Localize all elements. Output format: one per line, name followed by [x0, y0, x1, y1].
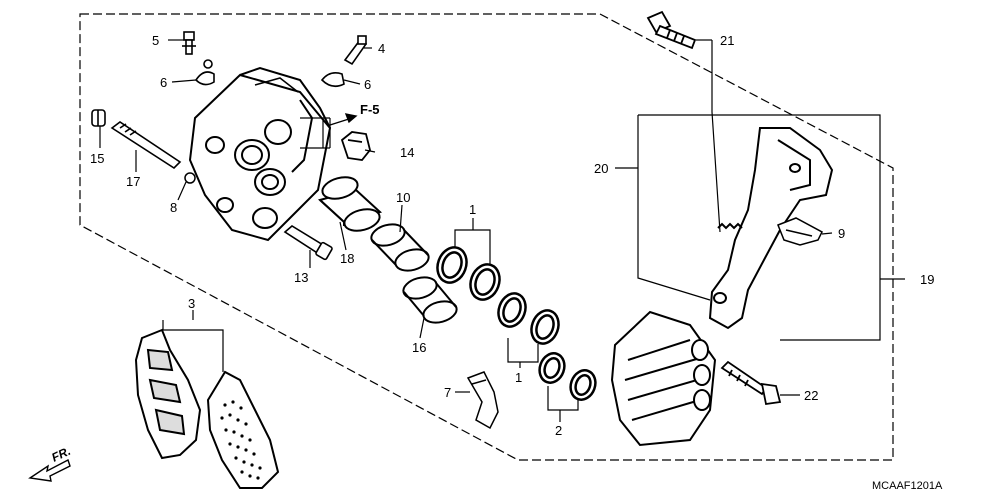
- label-part-20: 20: [594, 161, 608, 176]
- mounting-bolt-lower: [720, 360, 782, 406]
- reference-arrow: [329, 113, 358, 126]
- nut: [91, 109, 106, 127]
- caliper-bracket: [708, 127, 834, 330]
- caliper-body: [188, 66, 332, 242]
- label-part-2: 2: [555, 423, 562, 438]
- label-part-22: 22: [804, 388, 818, 403]
- bleeder-screw-right: [343, 35, 368, 66]
- label-part-8: 8: [170, 200, 177, 215]
- label-part-9: 9: [838, 226, 845, 241]
- piston-medium: [370, 223, 430, 272]
- label-part-3: 3: [188, 296, 195, 311]
- bracket-group-box-left: [637, 115, 711, 301]
- pad-spring: [466, 371, 499, 430]
- label-part-1-lower: 1: [515, 370, 522, 385]
- label-part-4: 4: [378, 41, 385, 56]
- label-part-5: 5: [152, 33, 159, 48]
- piston-seal-set-upper: [436, 246, 501, 301]
- diagram-code: MCAAF1201A: [872, 480, 943, 492]
- banjo-washer-top: [194, 59, 215, 86]
- leader-lines: [99, 39, 905, 422]
- banjo-washer-right: [320, 72, 345, 88]
- label-part-6-left: 6: [160, 75, 167, 90]
- label-part-6-right: 6: [364, 77, 371, 92]
- brake-pad-left: [134, 328, 202, 460]
- pin-cap: [340, 131, 371, 161]
- front-arrow: [28, 458, 71, 482]
- assembly-boundary: [79, 13, 894, 461]
- label-part-16: 16: [412, 340, 426, 355]
- label-part-14: 14: [400, 145, 414, 160]
- piston-seal-set-small: [538, 352, 597, 401]
- mounting-bolt-upper: [646, 10, 697, 50]
- label-part-13: 13: [294, 270, 308, 285]
- pad-retainer: [777, 217, 823, 246]
- piston-seal-set-lower: [497, 292, 560, 345]
- front-label: FR.: [49, 444, 72, 465]
- reference-label: F-5: [360, 102, 380, 117]
- label-part-21: 21: [720, 33, 734, 48]
- bracket-spring: [717, 222, 743, 230]
- label-part-17: 17: [126, 174, 140, 189]
- label-part-19: 19: [920, 272, 934, 287]
- bracket-group-box: [638, 114, 881, 341]
- label-part-7: 7: [444, 385, 451, 400]
- label-part-10: 10: [396, 190, 410, 205]
- piston-large: [317, 176, 383, 232]
- brake-pad-right: [206, 370, 280, 489]
- washer: [184, 172, 196, 184]
- label-part-1-upper: 1: [469, 202, 476, 217]
- caliper-pin: [283, 225, 333, 261]
- label-part-18: 18: [340, 251, 354, 266]
- bleeder-screw-top: [182, 31, 196, 55]
- caliper-outer-half: [610, 310, 717, 447]
- piston-small: [402, 276, 458, 324]
- label-part-15: 15: [90, 151, 104, 166]
- pin-bolt: [110, 121, 182, 170]
